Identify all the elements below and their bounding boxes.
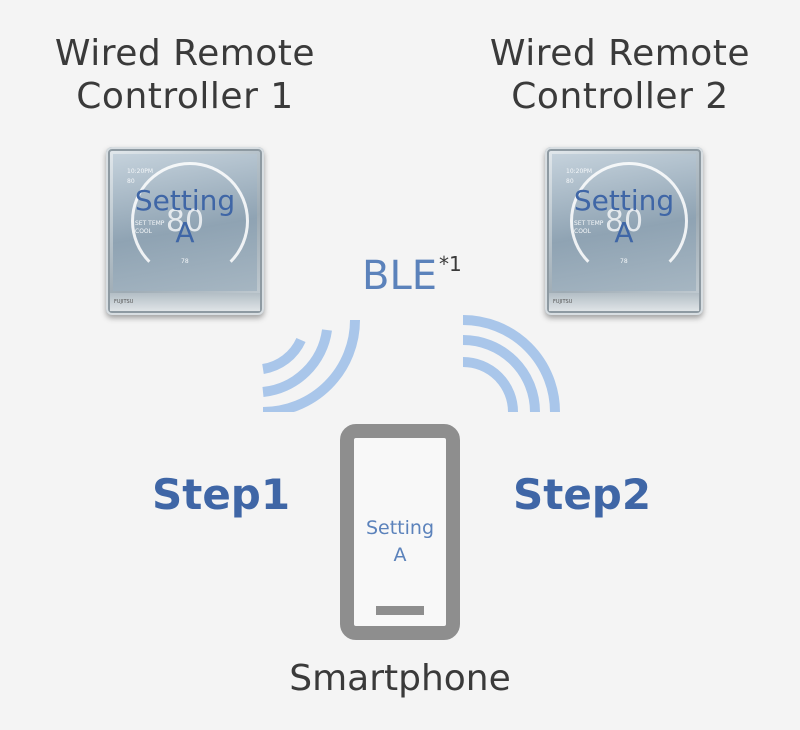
wave-arc-middle bbox=[262, 329, 332, 397]
step1-label: Step1 bbox=[152, 470, 291, 519]
smartphone-setting-line2: A bbox=[393, 544, 407, 566]
controller-2-setting-line1: Setting bbox=[573, 184, 675, 217]
controller-1-low: 78 bbox=[181, 258, 189, 265]
ble-label: BLE*1 bbox=[362, 252, 462, 299]
fujitsu-logo: FUJITSU bbox=[114, 299, 134, 305]
wave-arc-middle bbox=[462, 335, 540, 412]
controller-2-screen: 10:20PM 80 SET TEMP COOL 80 78 bbox=[552, 154, 696, 291]
controller-1-bezel bbox=[110, 293, 260, 311]
smartphone-icon: Setting A bbox=[340, 424, 460, 640]
controller-1-title-line2: Controller 1 bbox=[76, 76, 294, 117]
controller-2-title-line1: Wired Remote bbox=[489, 33, 751, 74]
controller-1-mode: COOL bbox=[135, 228, 152, 235]
wired-remote-controller-2: 10:20PM 80 SET TEMP COOL 80 78 FUJITSU S… bbox=[545, 147, 703, 315]
controller-2-low: 78 bbox=[620, 258, 628, 265]
controller-1-screen: 10:20PM 80 SET TEMP COOL 80 78 bbox=[113, 154, 257, 291]
ble-text: BLE bbox=[362, 253, 437, 299]
controller-1-time: 10:20PM bbox=[127, 168, 154, 175]
wireless-waves-left-icon bbox=[262, 319, 360, 412]
dial-ring-icon bbox=[131, 162, 249, 280]
waves-left-arcs bbox=[262, 319, 360, 412]
controller-2-bezel bbox=[549, 293, 699, 311]
controller-1-setting-line2: A bbox=[175, 216, 195, 249]
wireless-waves-right-icon bbox=[462, 315, 560, 412]
controller-2-time: 10:20PM bbox=[566, 168, 593, 175]
smartphone-setting-label: Setting A bbox=[354, 515, 446, 569]
controller-1-value: 80 bbox=[127, 178, 135, 185]
home-button-icon bbox=[376, 606, 424, 615]
wired-remote-controller-1: 10:20PM 80 SET TEMP COOL 80 78 FUJITSU S… bbox=[106, 147, 264, 315]
step2-label: Step2 bbox=[513, 470, 652, 519]
dial-ring-icon bbox=[570, 162, 688, 280]
fujitsu-logo: FUJITSU bbox=[553, 299, 573, 305]
controller-2-title-line2: Controller 2 bbox=[511, 76, 729, 117]
controller-2-setting-label: Setting A bbox=[545, 185, 703, 249]
smartphone-setting-line1: Setting bbox=[365, 517, 435, 539]
ble-footnote: *1 bbox=[439, 252, 462, 276]
controller-1-set-temp: SET TEMP bbox=[135, 220, 165, 227]
wave-arc-outer bbox=[262, 319, 360, 412]
controller-2-mode: COOL bbox=[574, 228, 591, 235]
waves-right-arcs bbox=[462, 315, 560, 412]
controller-2-big-temp: 80 bbox=[604, 204, 644, 239]
controller-1-title-line1: Wired Remote bbox=[54, 33, 316, 74]
controller-1-big-temp: 80 bbox=[165, 204, 205, 239]
wave-arc-outer bbox=[462, 315, 560, 412]
controller-1-setting-line1: Setting bbox=[134, 184, 236, 217]
controller-2-value: 80 bbox=[566, 178, 574, 185]
controller-2-title: Wired Remote Controller 2 bbox=[465, 32, 775, 118]
smartphone-caption: Smartphone bbox=[289, 658, 511, 699]
controller-1-title: Wired Remote Controller 1 bbox=[30, 32, 340, 118]
wave-arc-inner bbox=[462, 357, 518, 412]
controller-2-setting-line2: A bbox=[614, 216, 634, 249]
controller-2-set-temp: SET TEMP bbox=[574, 220, 604, 227]
controller-1-setting-label: Setting A bbox=[106, 185, 264, 249]
wave-arc-inner bbox=[262, 337, 306, 374]
